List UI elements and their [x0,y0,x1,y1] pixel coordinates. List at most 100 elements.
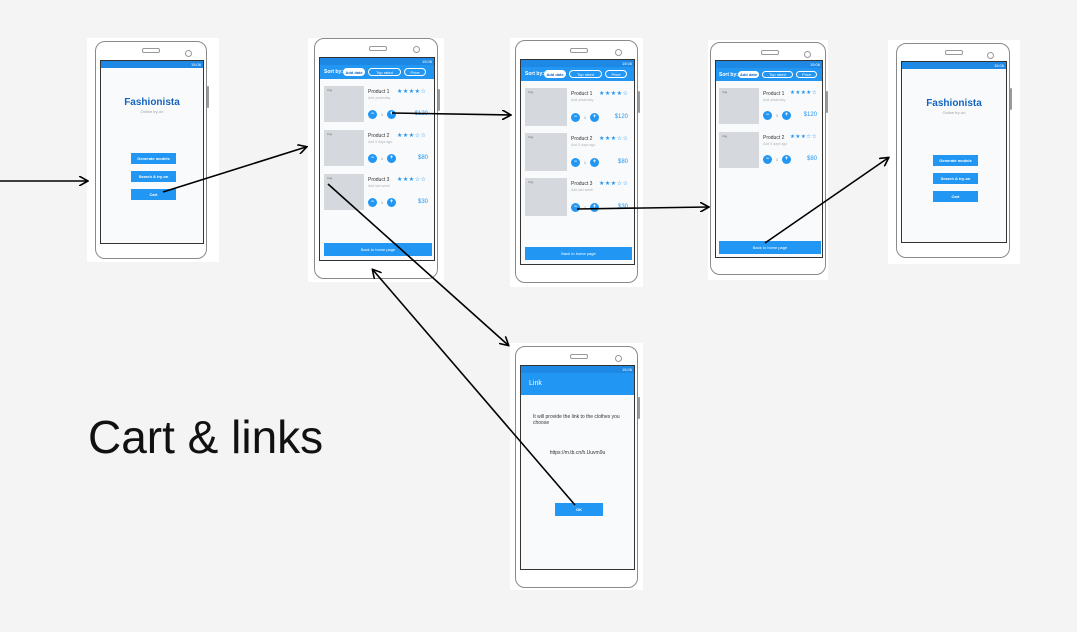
app-subtitle: Online try-on [942,110,966,115]
decrease-qty-button[interactable]: − [571,158,580,167]
decrease-qty-button[interactable]: − [368,154,377,163]
side-button [1010,88,1012,110]
app-title: Fashionista [124,97,180,108]
quantity-value: 1 [775,113,779,118]
sort-price[interactable]: Price [605,70,627,78]
phone-frame: 15:06 Fashionista Online try-on Generate… [896,43,1012,258]
side-button [638,91,640,113]
generate-models-button[interactable]: Generate models [131,153,176,164]
increase-qty-button[interactable]: + [387,110,396,119]
phone-frame: 15:06 Fashionista Online try-on Generate… [95,41,209,259]
product-name: Product 1 [368,89,390,95]
sort-label: Sort by: [324,69,343,75]
quantity-value: 1 [380,200,384,205]
product-rating: ★★★☆☆ [599,136,629,142]
speaker [570,48,588,53]
quantity-value: 1 [583,115,587,120]
speaker [142,48,160,53]
decrease-qty-button[interactable]: − [571,113,580,122]
product-image: Img [324,130,364,166]
app-title: Fashionista [926,98,982,109]
quantity-value: 1 [380,156,384,161]
product-price: $120 [614,114,628,120]
speaker [761,50,779,55]
product-name: Product 3 [571,181,593,187]
search-try-on-button[interactable]: Search & try-on [933,173,978,184]
status-time: 15:06 [421,59,432,64]
decrease-qty-button[interactable]: − [763,155,772,164]
phone-screen: 15:06 Sort by: Add date Top rated Price … [715,60,823,258]
arrow-cart-to-list [162,147,306,193]
speaker [570,354,588,359]
camera-icon [413,46,420,53]
arrow-back-home [764,158,888,244]
increase-qty-button[interactable]: + [590,158,599,167]
status-bar: 15:06 [101,61,203,68]
speaker [369,46,387,51]
decrease-qty-button[interactable]: − [763,111,772,120]
product-name: Product 2 [571,136,593,142]
sort-price[interactable]: Price [404,68,426,76]
side-button [638,397,640,419]
link-url[interactable]: https://m.tb.cn/h.Uuvm9u [549,450,606,456]
product-name: Product 1 [763,91,785,97]
cart-product-1: Img Product 1 ★★★★☆ Add yesterday − 1 + … [320,86,434,126]
increase-qty-button[interactable]: + [782,155,791,164]
sort-add-date[interactable]: Add date [738,71,759,78]
back-to-home-button[interactable]: Back to home page [719,241,821,254]
cart-product-2: Img Product 2 ★★★☆☆ Add 5 days ago − 1 +… [521,133,634,173]
product-rating: ★★★☆☆ [790,134,818,140]
increase-qty-button[interactable]: + [782,111,791,120]
generate-models-button[interactable]: Generate models [933,155,978,166]
back-to-home-button[interactable]: Back to home page [525,247,632,260]
cart-button[interactable]: Cart [933,191,978,202]
sort-add-date[interactable]: Add date [544,70,566,78]
link-app-bar: Link [521,373,634,395]
decrease-qty-button[interactable]: − [571,203,580,212]
phone-screen: 15:06 Fashionista Online try-on Generate… [100,60,204,244]
arrow-product-to-link [327,183,508,345]
status-bar: 15:06 [521,60,634,67]
product-image: Img [525,178,567,216]
phone-screen: 15:06 Fashionista Online try-on Generate… [901,61,1007,243]
link-message: It will provide the link to the clothes … [533,414,620,426]
phone-screen: 15:06 Sort by: Add date Top rated Price … [319,57,435,261]
product-image: Img [719,88,759,124]
side-button [826,91,828,113]
product-price: $80 [417,155,428,161]
search-try-on-button[interactable]: Search & try-on [131,171,176,182]
sort-price[interactable]: Price [796,71,817,78]
increase-qty-button[interactable]: + [590,113,599,122]
product-image: Img [324,86,364,122]
cart-button[interactable]: Cart [131,189,176,200]
ok-button[interactable]: OK [555,503,603,516]
sort-label: Sort by: [719,72,738,78]
product-rating: ★★★☆☆ [397,177,427,183]
sort-top-rated[interactable]: Top rated [569,70,602,78]
sort-top-rated[interactable]: Top rated [368,68,401,76]
product-date: Add 5 days ago [368,140,393,144]
sort-bar: Sort by: Add date Top rated Price [320,65,434,79]
quantity-value: 1 [583,160,587,165]
camera-icon [987,52,994,59]
arrow-link-back [373,270,576,506]
speaker [945,50,963,55]
product-rating: ★★★★☆ [790,90,818,96]
product-price: $120 [803,112,817,118]
increase-qty-button[interactable]: + [387,154,396,163]
status-time: 15:06 [190,62,201,67]
cart-product-3: Img Product 3 ★★★☆☆ Add last week − 1 + … [521,178,634,218]
sort-add-date[interactable]: Add date [343,68,365,76]
status-bar: 15:06 [320,58,434,65]
sort-bar: Sort by: Add date Top rated Price [716,68,822,81]
product-rating: ★★★☆☆ [599,181,629,187]
product-price: $30 [417,199,428,205]
increase-qty-button[interactable]: + [387,198,396,207]
increase-qty-button[interactable]: + [590,203,599,212]
decrease-qty-button[interactable]: − [368,198,377,207]
product-date: Add 5 days ago [763,142,788,146]
sort-top-rated[interactable]: Top rated [762,71,793,78]
product-name: Product 3 [368,177,390,183]
decrease-qty-button[interactable]: − [368,110,377,119]
